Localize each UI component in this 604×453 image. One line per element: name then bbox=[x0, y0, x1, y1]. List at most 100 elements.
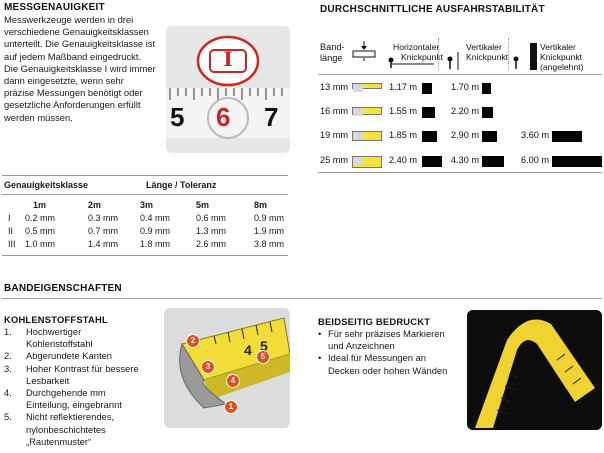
item-number: 1. bbox=[4, 326, 12, 337]
tol-cell: 3.8 mm bbox=[254, 239, 285, 249]
band-width-label: 19 mm bbox=[320, 130, 349, 140]
horizontal-header: Horizontaler Knickpunkt bbox=[393, 42, 443, 62]
column-divider bbox=[508, 38, 509, 70]
tolerance-class-header: Genauigkeitsklasse bbox=[4, 180, 89, 190]
horizontal-value: 1.55 m bbox=[389, 106, 418, 116]
double-sided-tape-photo bbox=[467, 310, 602, 430]
tol-cell: 1.3 mm bbox=[196, 226, 227, 236]
item-line: „Rautenmuster“ bbox=[26, 435, 92, 447]
item-line: Abgerundete Kanten bbox=[26, 350, 113, 362]
horizontal-value: 1.17 m bbox=[389, 82, 418, 92]
band-width-label: 16 mm bbox=[320, 106, 349, 116]
callout-4: 4 bbox=[226, 374, 240, 388]
item-number: 2. bbox=[4, 350, 12, 362]
vertical-bar bbox=[482, 83, 491, 94]
length-5m: 5m bbox=[196, 200, 210, 210]
vertical-bar bbox=[482, 107, 494, 118]
column-divider bbox=[438, 38, 439, 70]
band-width-icon bbox=[352, 40, 376, 62]
tol-cell: 0.9 mm bbox=[254, 213, 285, 223]
precision-photo: I 5 6 7 bbox=[166, 26, 290, 153]
tolerance-header-rule bbox=[2, 194, 288, 195]
band-width-label: 13 mm bbox=[320, 82, 349, 92]
vertical-header: Vertikaler Knickpunkt bbox=[466, 42, 508, 62]
leaning-header: Vertikaler Knickpunkt (angelehnt) bbox=[540, 42, 583, 72]
item-number: 4. bbox=[4, 387, 12, 399]
band-width-label: 25 mm bbox=[320, 155, 349, 165]
class-label: I bbox=[8, 213, 11, 223]
item-line: Hochwertiger bbox=[26, 326, 82, 337]
item-number: 3. bbox=[4, 362, 12, 374]
leaning-value: 6.00 m bbox=[521, 155, 550, 165]
item-line: Durchgehende mm bbox=[26, 387, 106, 399]
list-item: 5. Nicht reflektierendes,nylonbeschichtet… bbox=[4, 411, 164, 448]
vertical-value: 1.70 m bbox=[451, 82, 480, 92]
horizontal-value: 2.40 m bbox=[389, 155, 418, 165]
class-label: III bbox=[8, 239, 16, 249]
tol-cell: 0.3 mm bbox=[88, 213, 119, 223]
tol-cell: 1.8 mm bbox=[140, 239, 171, 249]
vertical-bar bbox=[482, 156, 504, 167]
vertical-label-line1: Vertikaler bbox=[466, 42, 502, 52]
tolerance-bottom-rule bbox=[2, 255, 288, 256]
item-line: Decken oder hohen Wänden bbox=[328, 364, 448, 376]
band-rule bbox=[2, 298, 602, 299]
item-line: nylonbeschichtetes bbox=[26, 423, 106, 435]
tol-cell: 1.9 mm bbox=[254, 226, 285, 236]
stability-header-rule bbox=[318, 74, 602, 75]
tape-width-icon bbox=[352, 107, 382, 116]
callout-3: 3 bbox=[201, 360, 215, 374]
horizontal-label-line2: Knickpunkt bbox=[401, 52, 444, 62]
leaning-label-line2: Knickpunkt bbox=[540, 52, 583, 62]
item-line: Ideal für Messungen an bbox=[328, 352, 426, 364]
callout-1: 1 bbox=[224, 400, 238, 414]
item-line: Für sehr präzises Markieren bbox=[328, 328, 445, 339]
tol-cell: 0.5 mm bbox=[25, 226, 56, 236]
vertical-figure-icon bbox=[444, 50, 464, 72]
item-number: 5. bbox=[4, 411, 12, 423]
tol-cell: 0.9 mm bbox=[140, 226, 171, 236]
horizontal-bar bbox=[422, 131, 438, 142]
list-item: 2. Abgerundete Kanten bbox=[4, 350, 164, 362]
tol-cell: 0.2 mm bbox=[25, 213, 56, 223]
stability-heading: DURCHSCHNITTLICHE AUSFAHRSTABILITÄT bbox=[320, 4, 545, 15]
photo-digit-6: 6 bbox=[216, 102, 231, 132]
tol-cell: 0.6 mm bbox=[196, 213, 227, 223]
precision-heading: MESSGENAUIGKEIT bbox=[4, 2, 105, 13]
tol-cell: 1.4 mm bbox=[88, 239, 119, 249]
tol-cell: 1.0 mm bbox=[25, 239, 56, 249]
horizontal-label-line1: Horizontaler bbox=[393, 42, 440, 52]
item-line: Lesbarkeit bbox=[26, 374, 70, 386]
item-line: Nicht reflektierendes, bbox=[26, 411, 115, 423]
tape-width-icon bbox=[352, 83, 382, 92]
band-label-line1: Band- bbox=[320, 42, 345, 52]
vertical-bar bbox=[482, 131, 497, 142]
accuracy-class-mark: I bbox=[223, 47, 233, 71]
tape-number-4: 4 bbox=[244, 342, 252, 358]
band-length-header: Band- länge bbox=[320, 42, 345, 64]
length-2m: 2m bbox=[88, 200, 102, 210]
photo-digit-7: 7 bbox=[264, 102, 279, 132]
tape-closeup-image bbox=[166, 26, 290, 153]
tape-width-icon bbox=[352, 156, 382, 168]
leaning-label-line3: (angelehnt) bbox=[540, 62, 584, 72]
callout-5: 5 bbox=[256, 350, 270, 364]
leaning-label-line1: Vertikaler bbox=[540, 42, 576, 52]
tolerance-top-rule bbox=[2, 175, 288, 176]
vertical-value: 2.90 m bbox=[451, 130, 480, 140]
item-line: Einteilung, eingebrannt bbox=[26, 399, 122, 411]
class-label: II bbox=[8, 226, 14, 236]
leaning-figure-icon bbox=[510, 42, 538, 72]
photo-digit-5: 5 bbox=[170, 102, 185, 132]
horizontal-figure-icon bbox=[386, 56, 438, 72]
length-1m: 1m bbox=[33, 200, 47, 210]
length-8m: 8m bbox=[254, 200, 268, 210]
band-label-line2: länge bbox=[320, 53, 343, 63]
